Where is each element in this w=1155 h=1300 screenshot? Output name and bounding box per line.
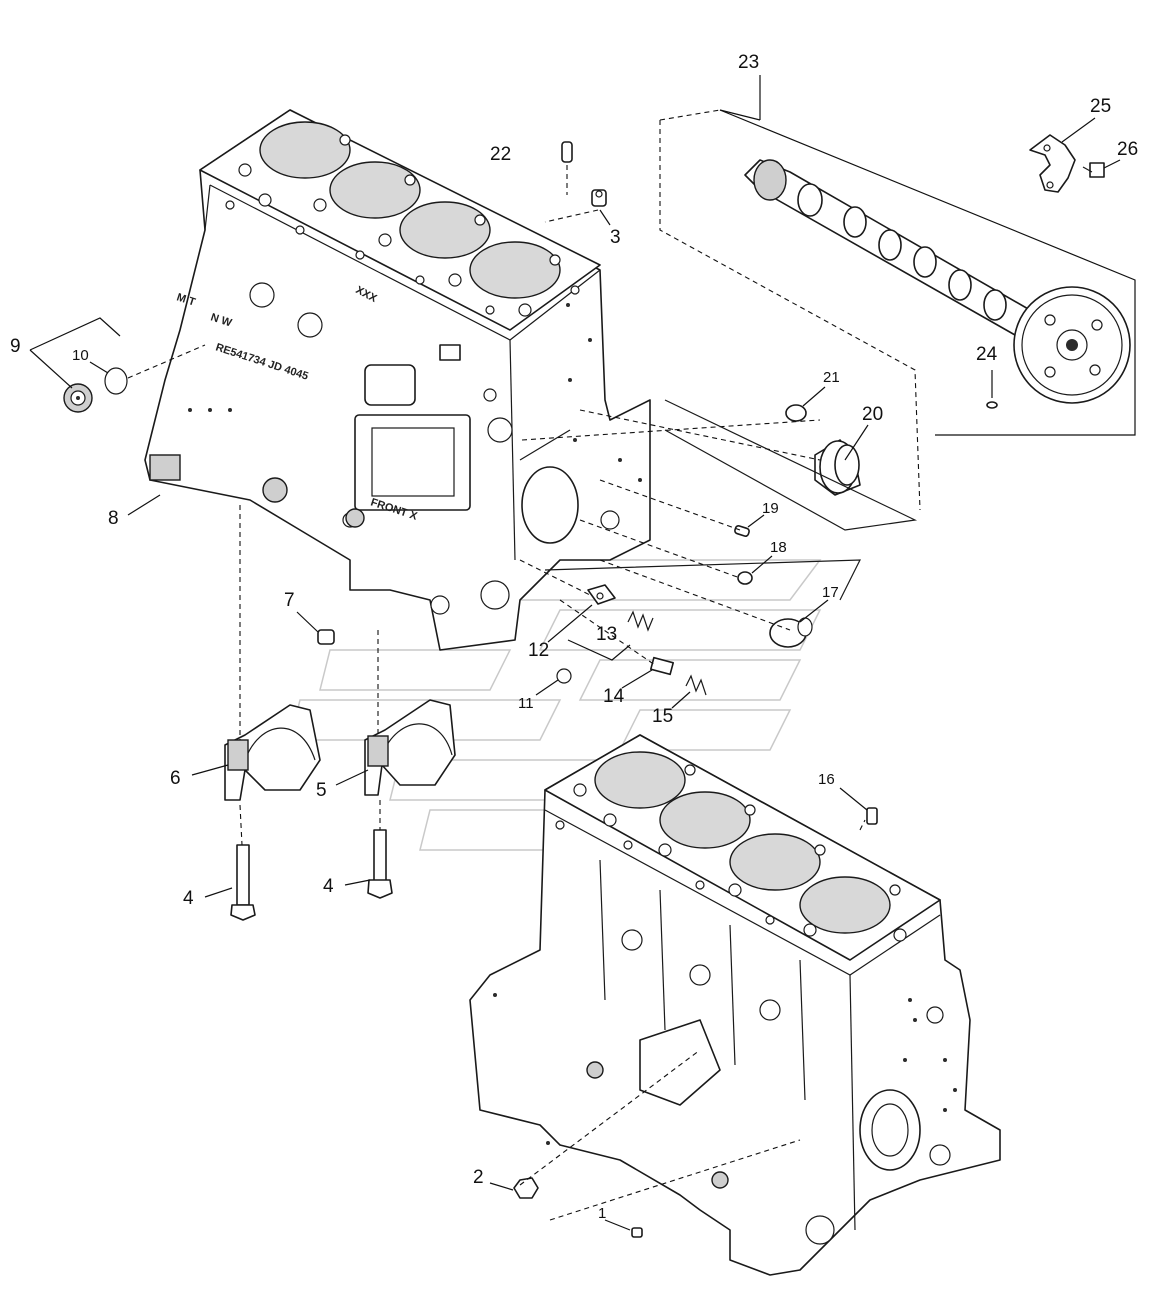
callout-13: 13 — [596, 624, 617, 645]
o-ring-18 — [737, 571, 753, 585]
callout-23: 23 — [738, 52, 759, 73]
callout-26: 26 — [1117, 139, 1138, 160]
main-bearing-cap-center — [364, 699, 456, 796]
callout-22: 22 — [490, 144, 511, 165]
callout-10: 10 — [72, 347, 89, 364]
plug-fitting — [544, 189, 607, 223]
callouts: 1 2 3 4 4 5 6 7 8 9 10 11 12 13 14 15 — [10, 52, 1138, 1231]
callout-8: 8 — [108, 508, 119, 529]
callout-4-right: 4 — [323, 876, 334, 897]
spring-15 — [685, 674, 707, 696]
cup-plug — [785, 404, 807, 422]
block-mark-mt: M T — [175, 291, 197, 308]
callout-20: 20 — [862, 404, 883, 425]
callout-16: 16 — [818, 771, 835, 788]
dowel-pin — [561, 141, 573, 195]
callout-25: 25 — [1090, 96, 1111, 117]
camshaft-group-box — [659, 109, 1136, 511]
lower-cylinder-block — [469, 734, 1001, 1276]
callout-17: 17 — [822, 584, 839, 601]
callout-4-left: 4 — [183, 888, 194, 909]
plug-16 — [866, 807, 878, 825]
bypass-valve — [587, 584, 616, 605]
o-ring — [104, 344, 206, 395]
upper-cylinder-block: XXX M T N W RE541734 JD 4045 FRONT X — [144, 109, 651, 651]
thrust-plate — [1029, 134, 1076, 193]
callout-12: 12 — [528, 640, 549, 661]
woodruff-key — [986, 401, 998, 409]
callout-11: 11 — [518, 695, 534, 712]
callout-3: 3 — [610, 227, 621, 248]
cap-bolt-right — [367, 829, 393, 899]
callout-2: 2 — [473, 1167, 484, 1188]
callout-1: 1 — [598, 1205, 606, 1222]
callout-18: 18 — [770, 539, 787, 556]
washer-11 — [556, 668, 572, 684]
assembly-lines — [239, 399, 918, 1221]
main-bearing-cap-rear — [224, 704, 321, 801]
plug-1 — [631, 1227, 643, 1238]
thrust-plate-bolt — [1082, 162, 1105, 178]
callout-6: 6 — [170, 768, 181, 789]
callout-15: 15 — [652, 706, 673, 727]
callout-19: 19 — [762, 500, 779, 517]
bushing-17 — [769, 617, 813, 648]
callout-9: 9 — [10, 336, 21, 357]
pin-19 — [734, 525, 750, 537]
nut-2 — [513, 1177, 539, 1199]
callout-5: 5 — [316, 780, 327, 801]
camshaft-bushing-large — [814, 439, 861, 496]
callout-7: 7 — [284, 590, 295, 611]
callout-14: 14 — [603, 686, 625, 707]
camshaft — [744, 159, 1131, 404]
callout-24: 24 — [976, 344, 998, 365]
callout-21: 21 — [823, 369, 840, 386]
plug-7 — [317, 629, 335, 645]
expansion-plug — [63, 383, 93, 413]
valve-spring — [627, 610, 654, 632]
cap-bolt-left — [230, 844, 256, 921]
